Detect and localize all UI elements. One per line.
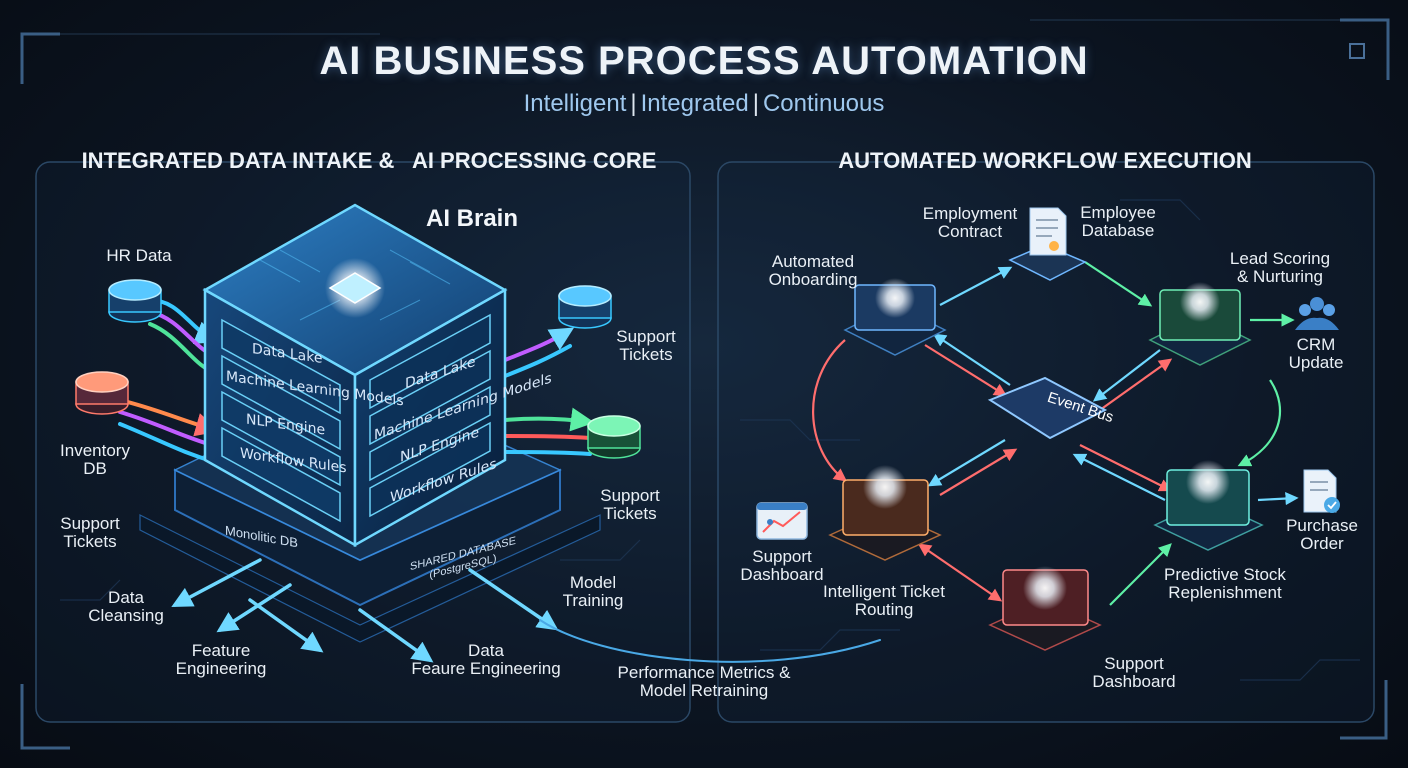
page-subtitle: Intelligent|Integrated|Continuous xyxy=(524,91,885,117)
predictive-stock-line: Replenishment xyxy=(1168,583,1282,603)
support-dashboard-label: Support Dashboard xyxy=(740,547,824,585)
automated-onboarding-label: Automated Onboarding xyxy=(768,252,858,290)
ai-brain-label: AI Brain xyxy=(425,205,519,232)
circuit-traces xyxy=(60,199,1360,681)
model-training-line: Training xyxy=(562,591,624,611)
support-tickets-line: Support xyxy=(616,327,676,346)
support-tickets-label: Support Tickets xyxy=(600,486,660,524)
support-tickets-line: Support xyxy=(60,514,120,533)
support-dashboard-label: Support Dashboard xyxy=(1092,654,1176,692)
ticket-routing-line: Routing xyxy=(854,600,914,620)
support-tickets-line: Tickets xyxy=(619,345,673,365)
data-cleansing-line: Data xyxy=(108,588,144,607)
support-tickets-line: Support xyxy=(600,486,660,505)
chart-icon xyxy=(756,502,808,540)
lead-scoring-line: & Nurturing xyxy=(1237,267,1323,287)
automated-onboarding-line: Onboarding xyxy=(768,270,858,290)
inventory-db-line: DB xyxy=(83,459,107,479)
workflow-arrows xyxy=(812,261,1299,606)
employee-database-line: Employee xyxy=(1080,203,1156,222)
employment-contract-line: Contract xyxy=(937,222,1003,242)
feedback-line: Performance Metrics & xyxy=(617,663,791,682)
face-slabs-right xyxy=(369,313,491,518)
ticket-routing-line: Intelligent Ticket xyxy=(823,582,945,601)
page-title: AI BUSINESS PROCESS AUTOMATION xyxy=(319,39,1089,83)
support-dashboard-line: Dashboard xyxy=(740,565,824,585)
document-icon xyxy=(1008,207,1087,281)
model-training-label: Model Training xyxy=(562,573,624,611)
feature-engineering-line: Engineering xyxy=(175,659,267,679)
data-feature-engineering-line: Feaure Engineering xyxy=(411,659,561,679)
automated-onboarding-line: Automated xyxy=(771,252,855,271)
chip-icon xyxy=(828,465,942,561)
employee-database-line: Database xyxy=(1081,221,1155,241)
inventory-db-line: Inventory xyxy=(60,441,130,460)
crm-update-label: CRM Update xyxy=(1288,335,1344,373)
support-tickets-line: Tickets xyxy=(603,504,657,524)
subtitle-continuous: Continuous xyxy=(762,90,885,117)
subtitle-intelligent: Intelligent xyxy=(523,90,627,117)
data-feature-engineering-label: Data Feaure Engineering xyxy=(411,641,561,679)
database-icon xyxy=(558,285,612,329)
output-arrows xyxy=(171,558,881,663)
ticket-routing-label: Intelligent Ticket Routing xyxy=(823,582,945,620)
cube-chip-icon xyxy=(325,258,385,318)
crm-update-line: CRM xyxy=(1296,335,1336,354)
model-training-line: Model xyxy=(569,573,617,592)
hr-data-label: HR Data xyxy=(106,246,172,265)
left-section-heading: INTEGRATED DATA INTAKE & AI PROCESSING C… xyxy=(81,148,657,173)
employment-contract-label: Employment Contract xyxy=(922,204,1018,242)
purchase-order-line: Order xyxy=(1300,534,1344,554)
event-bus xyxy=(987,376,1108,440)
subtitle-integrated: Integrated xyxy=(640,90,749,117)
support-dashboard-line: Support xyxy=(1104,654,1164,673)
data-cleansing-line: Cleansing xyxy=(88,606,164,626)
outer-frame xyxy=(20,18,1390,750)
chip-icon xyxy=(843,278,947,356)
inventory-db-label: Inventory DB xyxy=(60,441,130,479)
chip-icon xyxy=(988,566,1102,651)
data-feature-engineering-line: Data xyxy=(468,641,504,660)
purchase-order-label: Purchase Order xyxy=(1286,516,1358,554)
lead-scoring-label: Lead Scoring & Nurturing xyxy=(1229,249,1331,287)
checklist-icon xyxy=(1303,469,1340,513)
support-dashboard-line: Dashboard xyxy=(1092,672,1176,692)
chip-icon xyxy=(1148,282,1252,366)
support-tickets-label: Support Tickets xyxy=(60,514,120,552)
crm-update-line: Update xyxy=(1288,353,1344,373)
feedback-label: Performance Metrics & Model Retraining xyxy=(617,663,791,701)
support-tickets-line: Tickets xyxy=(63,532,117,552)
subtitle-separator: | xyxy=(752,90,759,117)
database-icon xyxy=(75,371,129,415)
feature-engineering-line: Feature xyxy=(191,641,251,660)
database-icon xyxy=(587,415,641,459)
chip-icon xyxy=(1153,460,1264,551)
face-slabs-left xyxy=(221,318,341,523)
support-dashboard-line: Support xyxy=(752,547,812,566)
frame-corner-square xyxy=(1349,43,1365,59)
purchase-order-line: Purchase xyxy=(1286,516,1358,535)
lead-scoring-line: Lead Scoring xyxy=(1229,249,1331,268)
data-cleansing-label: Data Cleansing xyxy=(88,588,164,626)
employment-contract-line: Employment xyxy=(922,204,1018,223)
predictive-stock-label: Predictive Stock Replenishment xyxy=(1164,565,1286,603)
subtitle-separator: | xyxy=(630,90,637,117)
support-tickets-label: Support Tickets xyxy=(616,327,676,365)
users-icon xyxy=(1295,297,1339,330)
predictive-stock-line: Predictive Stock xyxy=(1164,565,1286,584)
employee-database-label: Employee Database xyxy=(1080,203,1156,241)
database-icon xyxy=(108,279,162,323)
feature-engineering-label: Feature Engineering xyxy=(175,641,267,679)
feedback-line: Model Retraining xyxy=(639,681,769,701)
right-section-heading: AUTOMATED WORKFLOW EXECUTION xyxy=(838,148,1252,173)
